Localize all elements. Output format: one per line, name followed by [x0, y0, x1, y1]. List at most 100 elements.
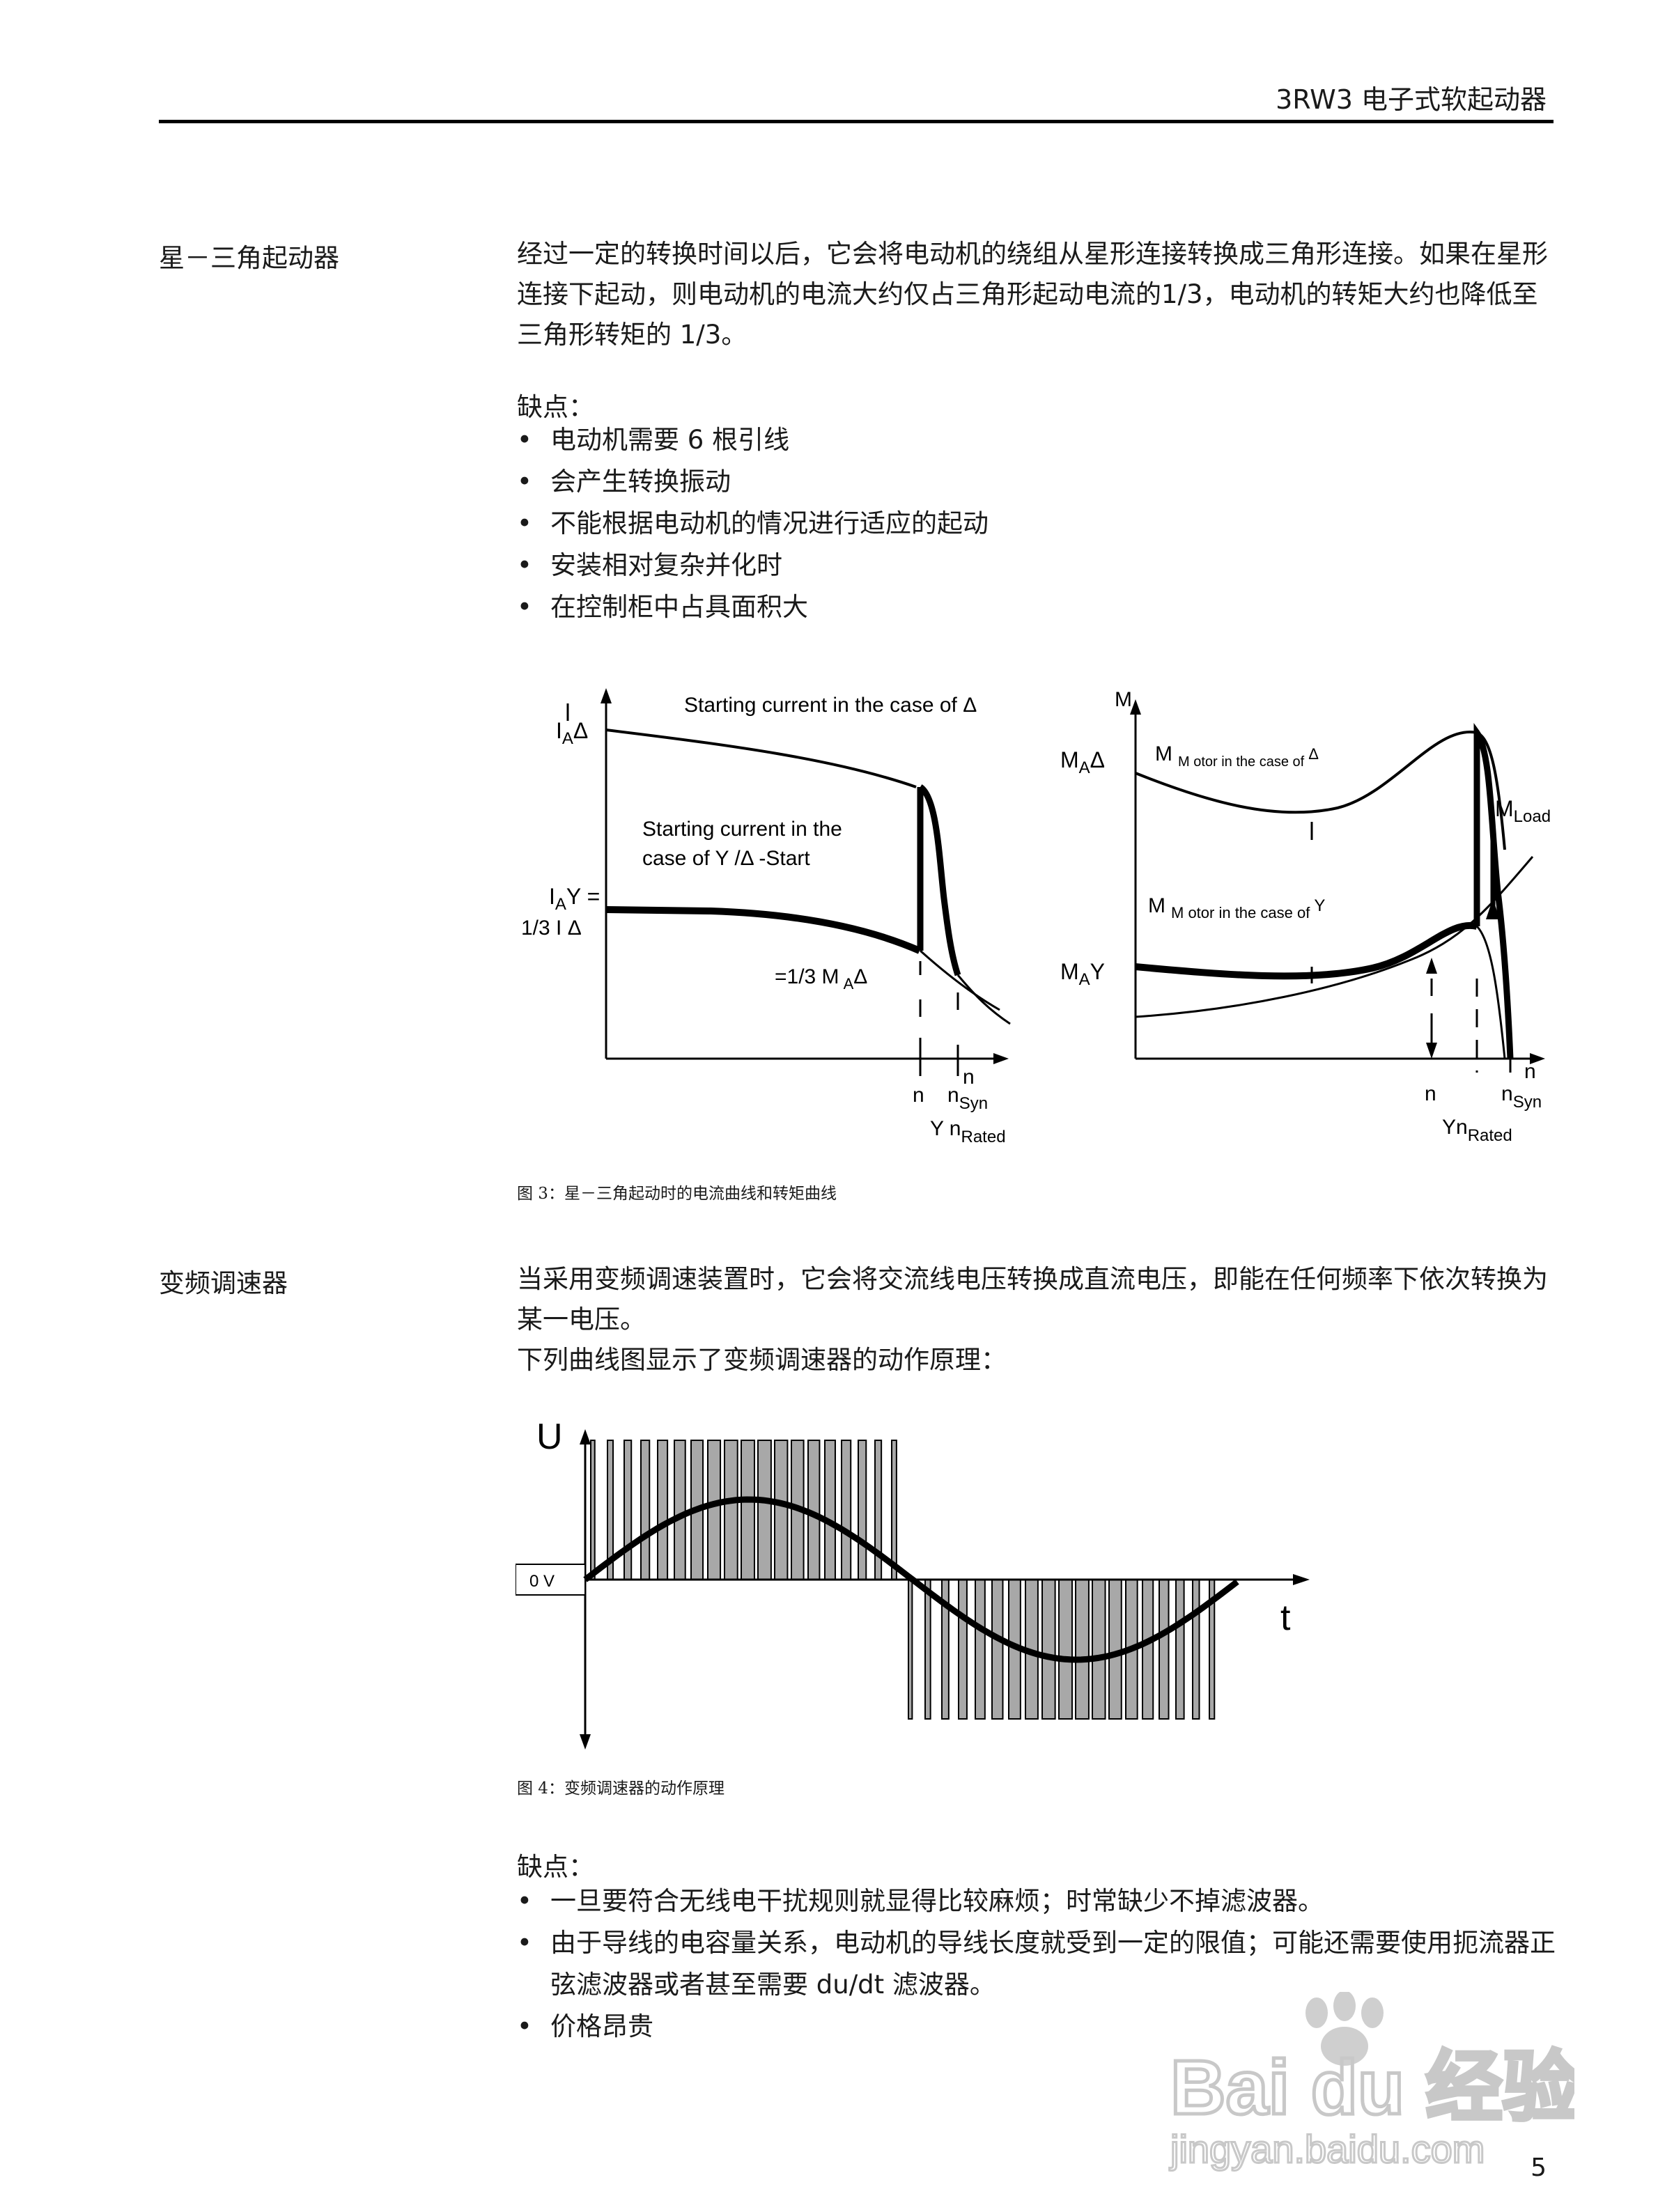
- pwm-pulse: [1159, 1579, 1170, 1720]
- pwm-pulse: [741, 1440, 755, 1580]
- baidu-jingyan-watermark: Bai du 经验 jingyan.baidu.com: [1168, 1992, 1574, 2172]
- x-axis-arrow: [1530, 1053, 1545, 1064]
- pwm-pulse: [774, 1440, 789, 1580]
- y-axis-arrow: [601, 688, 612, 703]
- motor-y-torque-curve: [1135, 921, 1478, 980]
- delta-continuation-curve: [956, 974, 1011, 1025]
- list-item: 安装相对复杂并化时: [517, 545, 1562, 586]
- pwm-pulse: [1192, 1579, 1200, 1720]
- page-number: 5: [1531, 2153, 1547, 2182]
- list-item: 价格昂贵: [517, 2006, 1562, 2048]
- rated-label: YnRated: [1442, 1116, 1512, 1145]
- header-title: 3RW3 电子式软起动器: [1276, 84, 1547, 115]
- figure3-current-chart: IAΔ Starting current in the case of Δ St…: [521, 688, 1011, 1146]
- section3-bullet-list: 一旦要符合无线电干扰规则就显得比较麻烦；时常缺少不掉滤波器。 由于导线的电容量关…: [517, 1880, 1562, 2048]
- section1-disadvantages-label: 缺点：: [517, 392, 594, 422]
- list-item: 不能根据电动机的情况进行适应的起动: [517, 503, 1562, 545]
- x-axis-arrow: [993, 1053, 1009, 1064]
- load-torque-curve: [1135, 856, 1534, 1018]
- tick-nsyn: nSyn: [947, 1084, 988, 1113]
- zero-volt-box: [516, 1564, 586, 1596]
- figure4-caption: 图 4：变频调速器的动作原理: [517, 1779, 725, 1798]
- delta-curve-label: Starting current in the case of Δ: [684, 694, 977, 717]
- ystart-label-line1: Starting current in the: [642, 818, 842, 841]
- u-axis-arrow-up: [580, 1429, 591, 1444]
- star-continuation-curve: [919, 949, 1000, 1011]
- pwm-pulse: [858, 1440, 867, 1580]
- rated-label: Y nRated: [930, 1117, 1006, 1146]
- ystart-label-line2: case of Y /Δ -Start: [642, 847, 810, 870]
- pwm-pulse: [1108, 1579, 1122, 1720]
- section2-paragraph2: 下列曲线图显示了变频调速器的动作原理：: [517, 1345, 1007, 1375]
- delta-current-curve: [605, 729, 917, 788]
- list-item: 电动机需要 6 根引线: [517, 419, 1562, 461]
- load-arrow-head: [1486, 898, 1500, 919]
- x-axis-label: n: [1524, 1060, 1536, 1083]
- pwm-pulse: [657, 1440, 669, 1580]
- delta-run-curve: [918, 784, 961, 976]
- iay-fraction-label: 1/3 I Δ: [521, 917, 582, 940]
- list-item: 一旦要符合无线电干扰规则就显得比较麻烦；时常缺少不掉滤波器。: [517, 1880, 1562, 1922]
- motor-delta-torque-curve: [1135, 731, 1506, 850]
- sine-wave-curve: [583, 1496, 1239, 1663]
- pwm-pulse: [991, 1579, 1004, 1720]
- t-axis-arrow: [1293, 1574, 1310, 1585]
- pwm-pulse: [590, 1440, 596, 1580]
- pwm-pulse: [707, 1440, 722, 1580]
- section2-paragraph1: 当采用变频调速装置时，它会将交流线电压转换成直流电压，即能在任何频率下依次转换为…: [517, 1264, 1548, 1334]
- section-label-star-delta: 星－三角起动器: [159, 243, 339, 273]
- section1-bullet-list: 电动机需要 6 根引线 会产生转换振动 不能根据电动机的情况进行适应的起动 安装…: [517, 419, 1562, 628]
- iay-label: IAY =: [549, 884, 600, 914]
- star-current-curve: [605, 906, 922, 954]
- paw-logo-icon: [1306, 1992, 1384, 2066]
- switch-torque-curve: [1473, 722, 1514, 1059]
- tick-n: n: [1425, 1082, 1436, 1105]
- list-item: 在控制柜中占具面积大: [517, 586, 1562, 628]
- pwm-pulse: [674, 1440, 686, 1580]
- pwm-pulse: [724, 1440, 738, 1580]
- pwm-pulses: [590, 1440, 1216, 1720]
- pwm-pulse: [623, 1440, 633, 1580]
- list-item: 由于导线的电容量关系，电动机的导线长度就受到一定的限值；可能还需要使用扼流器正弦…: [517, 1922, 1562, 2006]
- header-rule: [159, 120, 1554, 123]
- pwm-pulse: [1058, 1579, 1073, 1720]
- zero-volt-label: 0 V: [529, 1572, 555, 1591]
- figure3-caption: 图 3：星－三角起动时的电流曲线和转矩曲线: [517, 1185, 837, 1203]
- pwm-pulse: [824, 1440, 836, 1580]
- y-axis-label: M: [1115, 688, 1132, 711]
- pwm-pulse: [1041, 1579, 1056, 1720]
- pwm-pulse: [924, 1579, 931, 1720]
- mload-label: MLoad: [1495, 796, 1551, 826]
- pwm-pulse: [1175, 1579, 1185, 1720]
- pwm-pulse: [1075, 1579, 1090, 1720]
- figure4-pwm-chart: U t 0 V: [516, 1421, 1310, 1750]
- pwm-pulse: [640, 1440, 651, 1580]
- u-axis-label: U: [536, 1421, 563, 1457]
- u-axis-arrow-down: [580, 1734, 591, 1750]
- section-label-vfd: 变频调速器: [159, 1268, 288, 1298]
- ma-delta-label: MAΔ: [1060, 747, 1105, 777]
- pwm-pulse: [1092, 1579, 1106, 1720]
- watermark-brand-text: Bai du 经验: [1170, 2045, 1574, 2131]
- section1-paragraph: 经过一定的转换时间以后，它会将电动机的绕组从星形连接转换成三角形连接。如果在星形…: [517, 239, 1548, 350]
- tick-n: n: [913, 1084, 924, 1107]
- pwm-pulse: [958, 1579, 968, 1720]
- pwm-pulse: [757, 1440, 772, 1580]
- watermark-url-text: jingyan.baidu.com: [1169, 2127, 1485, 2171]
- section3-disadvantages-label: 缺点：: [517, 1852, 594, 1882]
- y-run-continuation: [1475, 925, 1506, 1059]
- pwm-pulse: [841, 1440, 852, 1580]
- n-up-arrow: [1426, 958, 1437, 974]
- y-axis-arrow: [1130, 699, 1141, 715]
- pwm-pulse: [891, 1440, 897, 1580]
- pwm-pulse: [1142, 1579, 1154, 1720]
- list-item: 会产生转换振动: [517, 461, 1562, 503]
- tick-nsyn: nSyn: [1501, 1082, 1542, 1112]
- x-axis-label: n: [963, 1066, 975, 1089]
- ma-y-label: MAY: [1060, 959, 1105, 989]
- ia-delta-label: IAΔ: [556, 718, 588, 748]
